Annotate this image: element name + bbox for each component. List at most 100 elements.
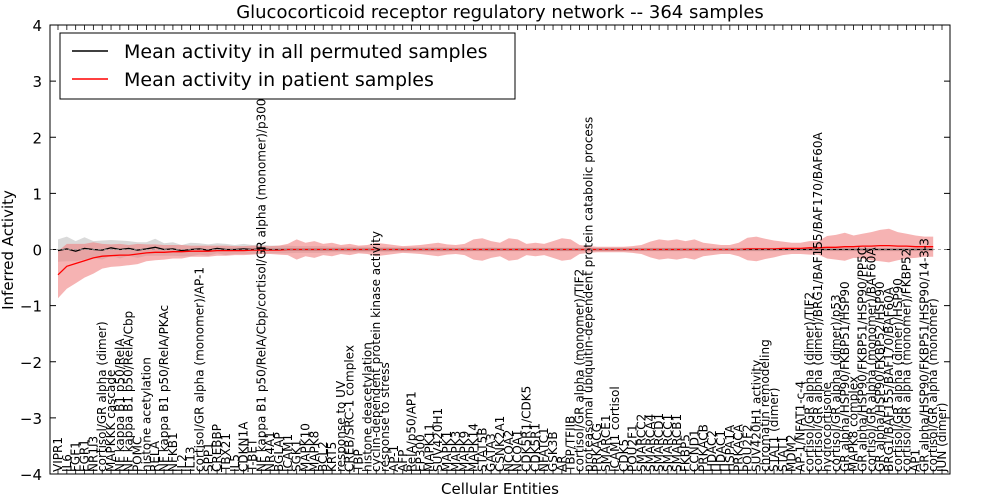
plot-frame (49, 24, 951, 475)
x-tick-label: RelA/p50/AP1 (405, 391, 419, 472)
x-tick-label: FGF1 (69, 441, 83, 472)
x-tick-label: PRKACA (732, 423, 746, 472)
legend: Mean activity in all permuted samples Me… (59, 32, 516, 100)
x-tick-label: SMARCE1 (599, 414, 613, 472)
x-tick-label: SGK1 (290, 440, 304, 472)
x-tick-label: MAPKKK cascade (104, 370, 118, 472)
x-tick-label: ICAM1 (281, 434, 295, 472)
x-tick-label: cortisol/GR alpha (monomer)/BAF60A (864, 247, 878, 472)
x-tick-label: cortisol/GR alpha (monomer)/FKBP52 (900, 249, 914, 472)
x-tick-label: RELA (148, 440, 162, 472)
x-tick-label: cortisol/GR alpha (monomer) (926, 298, 940, 472)
x-tick-label: chromatin remodeling (758, 339, 772, 472)
series-lines (57, 244, 934, 276)
y-tick-label: 1 (32, 185, 42, 203)
x-tick-label: ICAM1 cortisol (608, 386, 622, 472)
x-tick-label: STAT1 (dimer) (767, 388, 781, 472)
x-tick-label: JUN (dimer) (935, 403, 949, 473)
x-tick-label: CDKN1A (237, 421, 251, 472)
x-tick-label: CDK5R1/CDK5 (520, 386, 534, 472)
x-tick-label: BRG1/BAF155/BAF170/BAF60A (882, 286, 896, 472)
x-tick-label: MAPK8 complex (847, 376, 861, 472)
x-tick-label: MAPK10 (299, 423, 313, 472)
x-tick-label: GR alpha/HSP90/FKBP51/HSP90/14-3-3 (917, 238, 931, 472)
x-tick-label: PRKACB (696, 424, 710, 472)
x-tick-label: PRKACG (590, 423, 604, 472)
legend-label-permuted: Mean activity in all permuted samples (124, 41, 487, 63)
x-tick-label: BGLAP (272, 432, 286, 472)
x-tick-label: SMARCA4 (643, 414, 657, 472)
x-tick-label: POMC (131, 437, 145, 472)
x-tick-label: hydrocortisone (820, 382, 834, 472)
x-tick-label: FKBP5 (679, 434, 693, 472)
x-tick-label: cortisol/GR alpha (dimer)/p53 (829, 294, 843, 472)
y-tick-label: −1 (20, 298, 42, 316)
x-tick-label: SMARCC1 (661, 414, 675, 472)
x-tick-label: NCOA1 (511, 430, 525, 472)
x-tick-label: GR alpha/HSP90/FKBP52/HSP90 (873, 281, 887, 472)
x-tick-label: cortisol/GR alpha (monomer)/TIF2 (573, 269, 587, 472)
x-tick-label: EGR1 (78, 439, 92, 472)
x-tick-label: GR alpha/HSP90/FKBP51/HSP90/PP5C (855, 247, 869, 472)
x-tick-label: NR4A1 (263, 431, 277, 472)
x-tick-label: histone acetylation (139, 357, 153, 472)
x-tick-label: CSNK2A1 (493, 416, 507, 472)
x-tick-label: STAT5B (475, 428, 489, 473)
x-tick-label: MDM2 (785, 434, 799, 472)
x-tick-label: VIPR1 (51, 437, 65, 472)
x-tick-label: AFP (396, 450, 410, 472)
x-tick-label: cortisol/GR alpha (monomer)/AP-1 (192, 267, 206, 472)
legend-box (59, 32, 516, 100)
x-tick-label: AP1 (909, 449, 923, 472)
x-tick-label: MAPK14 (467, 423, 481, 472)
x-tick-label: CREB/SRC-1 complex (343, 345, 357, 472)
x-tick-label: NF kappa B1 p50/RelA/Cbp/cortisol/GR alp… (254, 98, 268, 472)
x-tick-label: AP-1/NFAT1-c-4 (794, 381, 808, 472)
y-axis-label: Inferred Activity (0, 190, 17, 310)
x-tick-label: NF kappa B1 p50/RelA/PKAc (157, 305, 171, 472)
y-tick-label: −2 (20, 354, 42, 372)
x-tick-label: NCOA2 (502, 430, 516, 472)
x-tick-label: MAPK1 (440, 431, 454, 472)
chart-title: Glucocorticoid receptor regulatory netwo… (236, 2, 764, 23)
x-tick-label: EP300 (413, 434, 427, 472)
x-tick-label: MAPK11 (422, 423, 436, 472)
x-tick-label: POU2F1 (626, 424, 640, 472)
x-tick-label: TBP (352, 449, 366, 473)
x-tick-label: HSPA1A (723, 424, 737, 472)
x-tick-label: response to stress (378, 362, 392, 472)
x-tick-label: response to UV (334, 380, 348, 472)
x-tick-label: SMARCC2 (634, 414, 648, 472)
y-tick-label: 4 (32, 17, 42, 35)
x-tick-label: TBX21 (219, 433, 233, 473)
x-tick-label: IL6 (60, 454, 74, 472)
x-tick-label: T-BET (246, 438, 260, 473)
x-tick-label: cortisol/GR alpha (dimer)/HSP90 (891, 278, 905, 472)
x-tick-label: BCL2 (316, 441, 330, 472)
x-tick-label: IL13 (184, 447, 198, 473)
x-ticks (57, 25, 943, 474)
x-tick-label: SUV420H1 (431, 408, 445, 472)
x-tick-label: IL5 (228, 454, 242, 472)
y-tick-label: 2 (32, 129, 42, 147)
x-axis-label: Cellular Entities (441, 480, 559, 498)
x-tick-label: CDK5 (617, 439, 631, 472)
x-tick-label: CCND1 (688, 429, 702, 472)
x-tick-label: MAPK8 (307, 431, 321, 472)
legend-label-patient: Mean activity in patient samples (124, 69, 434, 91)
confidence-bands (58, 228, 934, 299)
x-tick-label: TBP/TFIIB (564, 416, 578, 473)
x-tick-label: cyclin-dependent protein kinase activity (369, 231, 383, 472)
x-tick-label: AP-1 (387, 445, 401, 472)
x-tick-label: IL2 (175, 454, 189, 472)
x-tick-label: GSK3B (546, 431, 560, 472)
x-tick-label: GR alpha/HSP90/FKBP51/HSP90 (838, 281, 852, 472)
x-tick-label: NFATC1 (537, 427, 551, 472)
x-tick-label: HDAC1 (714, 430, 728, 472)
x-tick-label: STAT1 (776, 436, 790, 472)
x-tick-label: NR1I3 (86, 436, 100, 472)
x-tick-label: cortisol/GR alpha (dimer)/BRG1/BAF155/BA… (811, 131, 825, 472)
y-tick-label: 0 (32, 242, 42, 260)
x-tick-label: MAPK3 (449, 431, 463, 472)
